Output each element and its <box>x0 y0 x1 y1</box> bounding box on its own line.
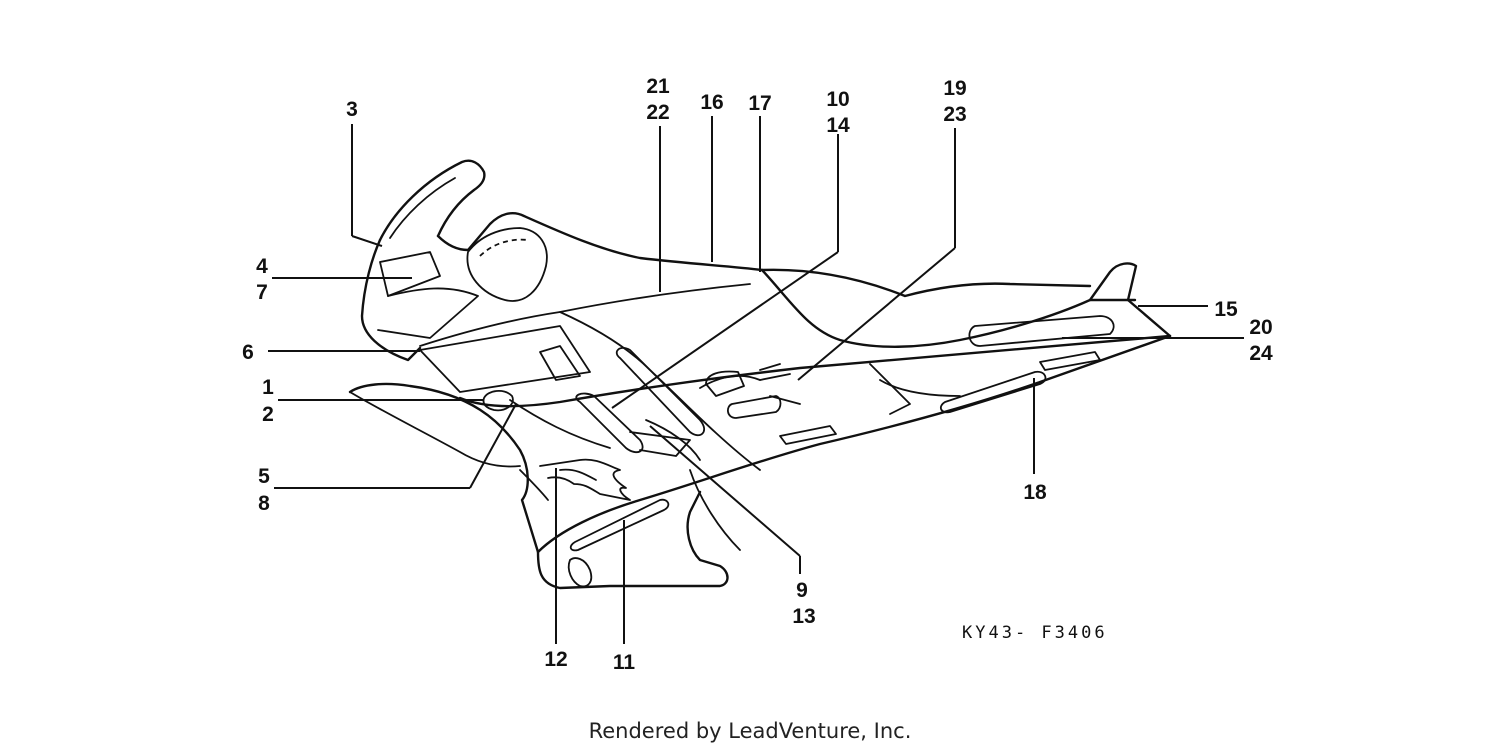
headlight <box>466 227 548 302</box>
callout-11: 11 <box>613 651 636 674</box>
windshield <box>378 159 486 242</box>
callout-6: 6 <box>242 341 254 364</box>
callout-8: 8 <box>258 492 270 515</box>
callout-15: 15 <box>1214 298 1238 321</box>
callout-9: 9 <box>796 579 808 602</box>
callout-1: 1 <box>262 376 274 399</box>
tank-and-seat <box>760 268 1137 348</box>
callout-13: 13 <box>792 605 815 628</box>
callout-10: 10 <box>826 88 849 111</box>
callout-7: 7 <box>256 281 268 304</box>
callout-23: 23 <box>943 103 966 126</box>
callout-5: 5 <box>258 465 270 488</box>
callout-3: 3 <box>346 98 358 121</box>
flame-graphic <box>539 458 631 501</box>
callout-2: 2 <box>262 403 274 426</box>
footer-credit: Rendered by LeadVenture, Inc. <box>589 719 912 743</box>
callout-4: 4 <box>256 255 268 278</box>
callout-21: 21 <box>646 75 670 98</box>
upper-fairing <box>360 238 422 362</box>
callout-14: 14 <box>826 114 850 137</box>
callout-18: 18 <box>1023 481 1047 504</box>
callout-17: 17 <box>748 92 771 115</box>
figure-code: KY43- F3406 <box>962 623 1108 643</box>
lower-fairing <box>348 382 729 590</box>
callout-16: 16 <box>700 91 723 114</box>
callout-labels: 3 4 7 6 1 2 5 8 21 22 16 17 10 14 19 23 … <box>242 75 1273 674</box>
callout-12: 12 <box>544 648 567 671</box>
callout-22: 22 <box>646 101 669 124</box>
tail-cowl <box>1088 262 1172 338</box>
motorcycle-bodywork-drawing <box>348 159 1172 590</box>
leader-lines <box>268 116 1244 644</box>
callout-24: 24 <box>1249 342 1273 365</box>
callout-20: 20 <box>1249 316 1272 339</box>
callout-19: 19 <box>943 77 966 100</box>
